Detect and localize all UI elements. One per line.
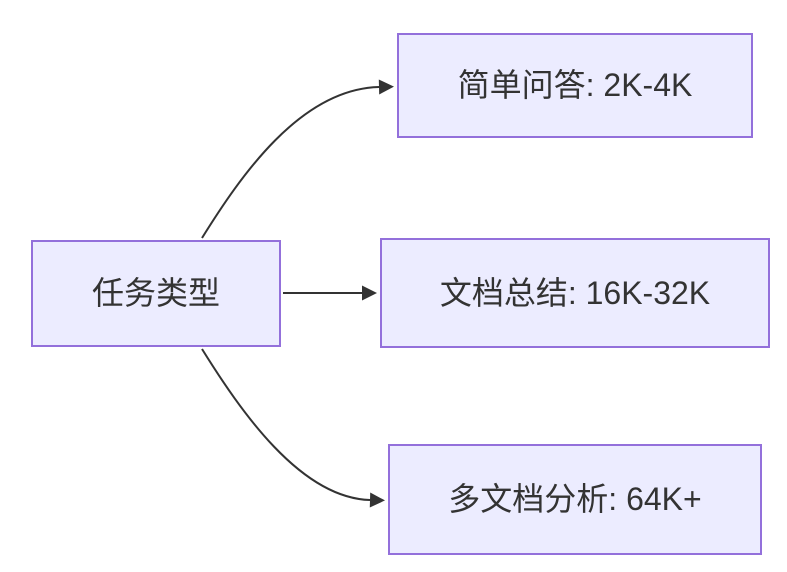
- edge-root-to-multi-doc: [201, 348, 385, 508]
- node-task-type: 任务类型: [31, 240, 281, 347]
- node-simple-qa: 简单问答: 2K-4K: [397, 33, 753, 138]
- node-task-type-label: 任务类型: [91, 275, 220, 312]
- node-doc-summary-label: 文档总结: 16K-32K: [439, 274, 711, 311]
- node-multi-doc-analysis-label: 多文档分析: 64K+: [448, 481, 702, 518]
- node-doc-summary: 文档总结: 16K-32K: [380, 238, 770, 348]
- node-simple-qa-label: 简单问答: 2K-4K: [457, 67, 693, 104]
- node-multi-doc-analysis: 多文档分析: 64K+: [388, 444, 762, 555]
- edge-root-to-simple-qa: [201, 79, 394, 239]
